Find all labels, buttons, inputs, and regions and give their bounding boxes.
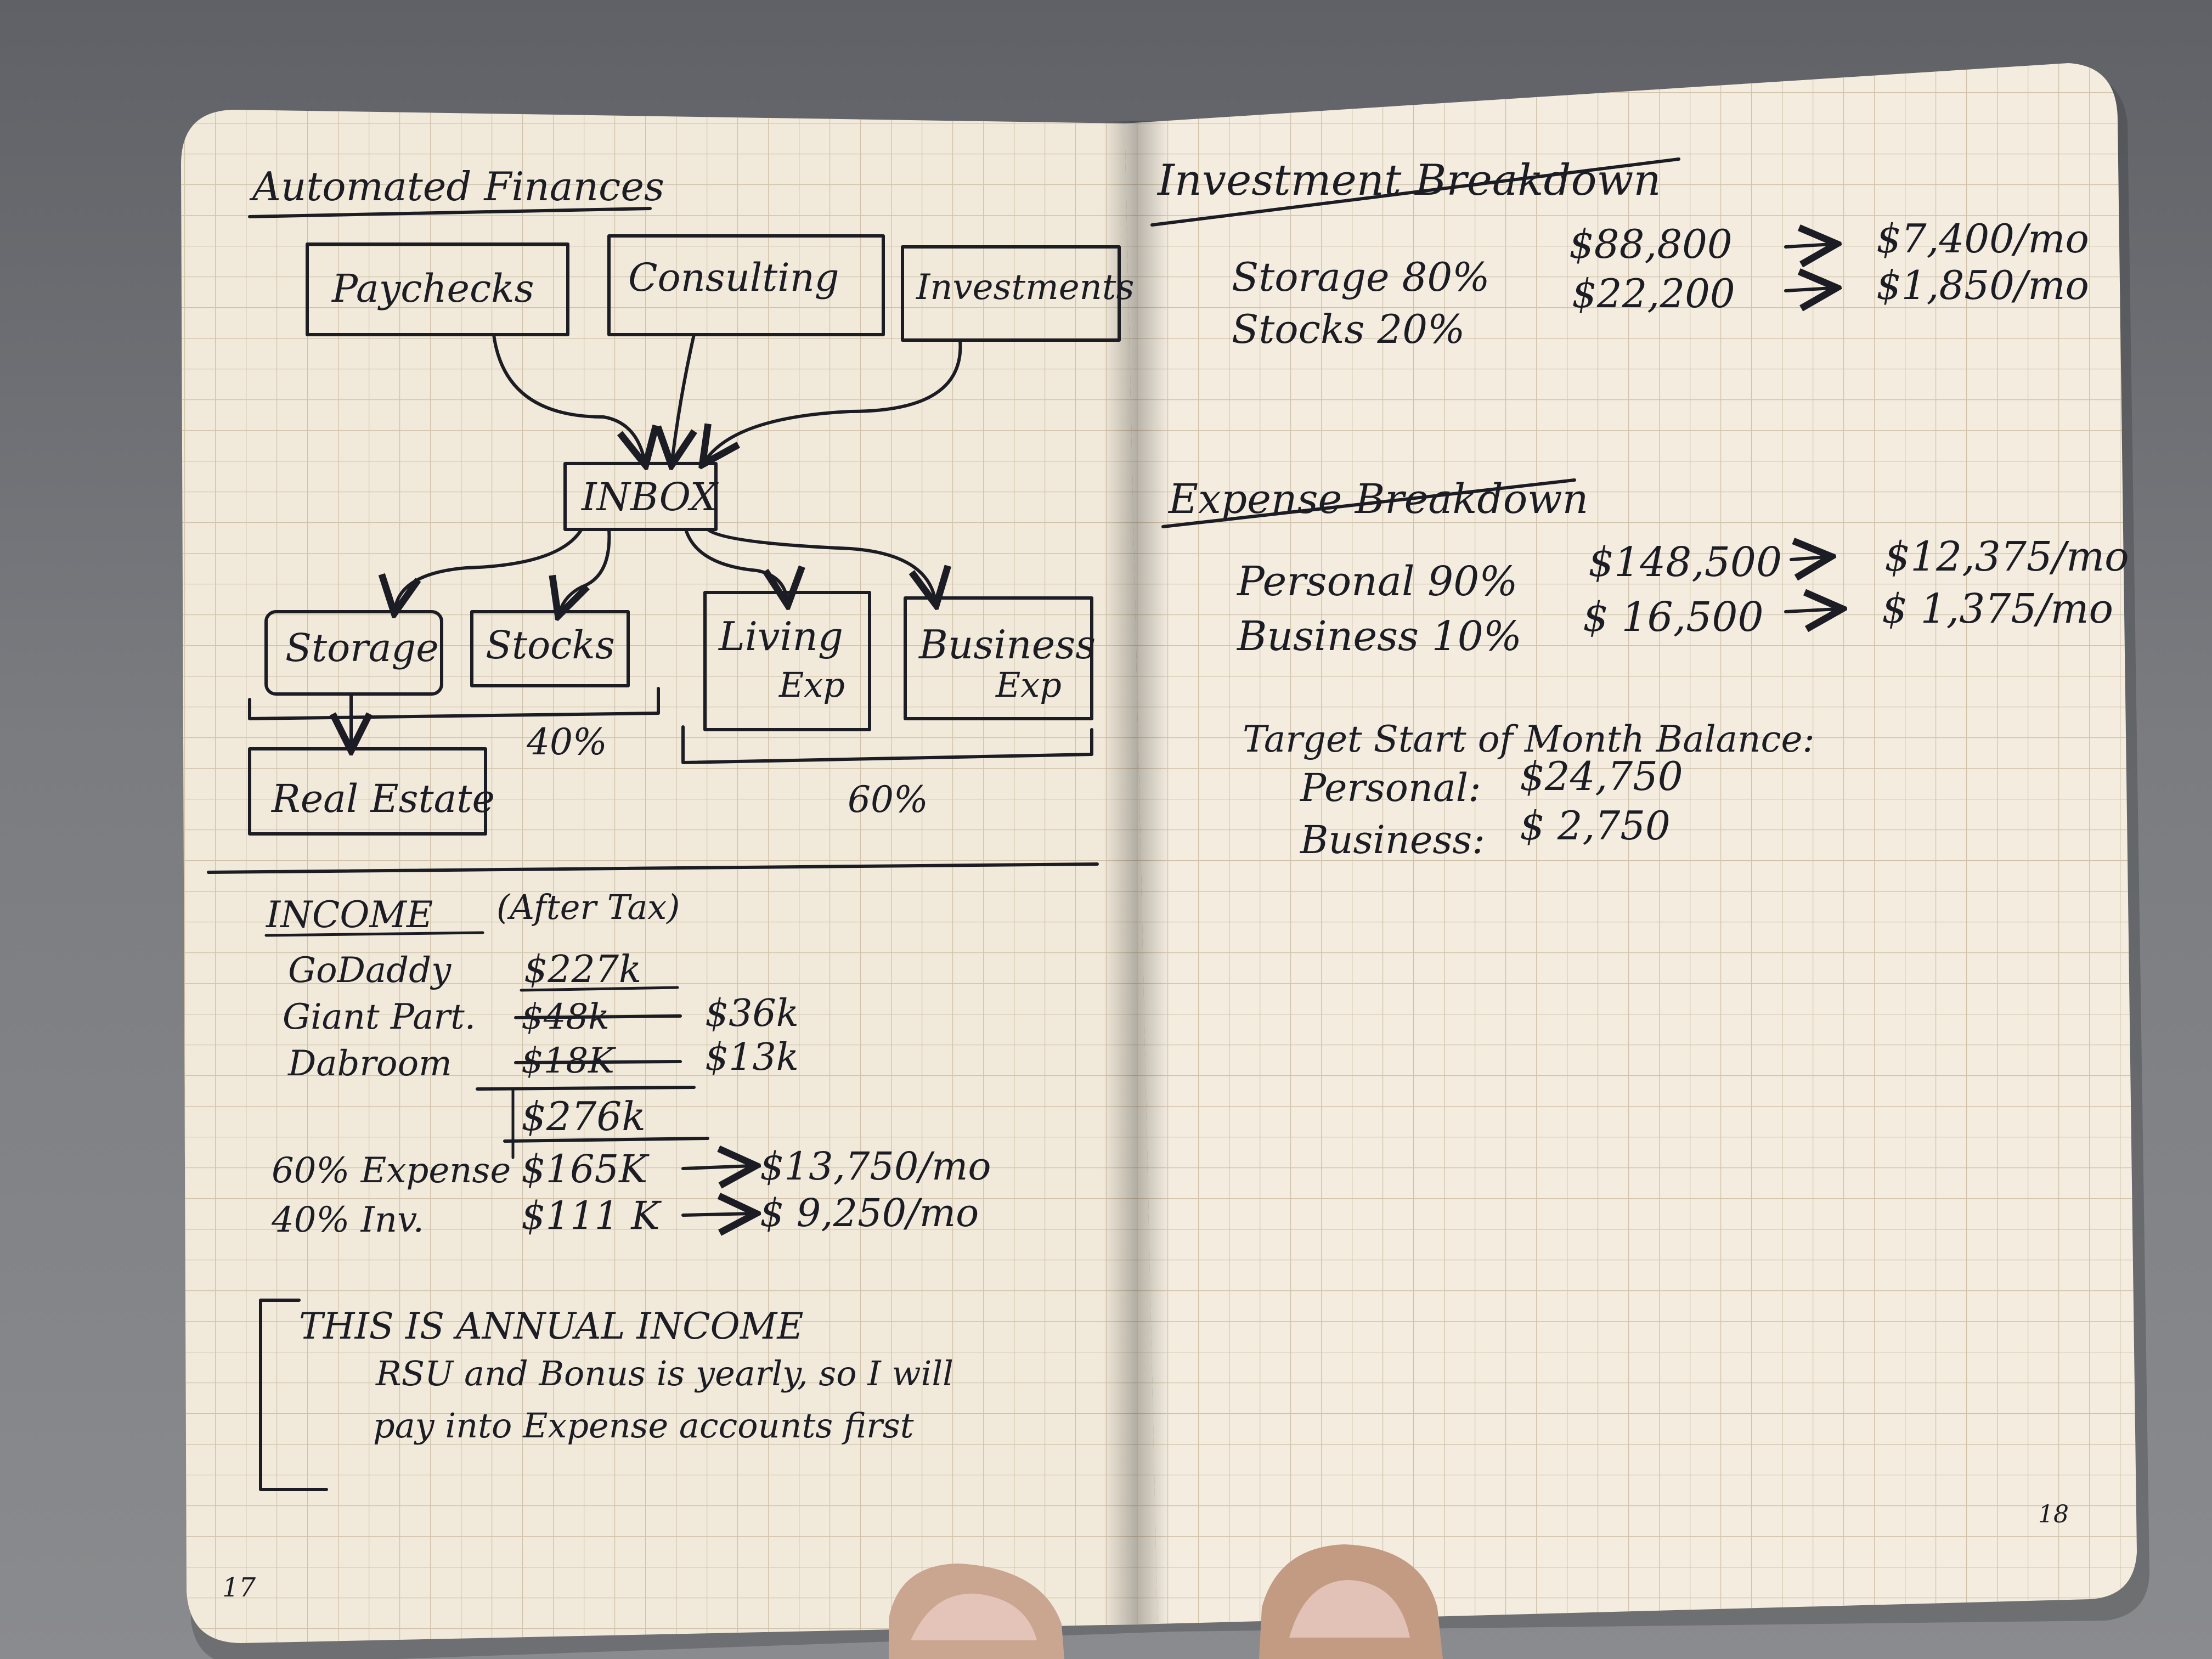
paychecks-label: Paychecks: [331, 266, 534, 311]
note-line-1: THIS IS ANNUAL INCOME: [299, 1305, 804, 1347]
stocks-box: [470, 610, 630, 687]
income-note: (After Tax): [496, 887, 680, 927]
income-name-1: GoDaddy: [288, 950, 452, 991]
expense-title: Expense Breakdown: [1167, 476, 1588, 523]
right-page-number: 18: [2038, 1500, 2069, 1528]
split-annual-2: $111 K: [521, 1193, 662, 1238]
business-exp-line1: Business: [918, 622, 1096, 668]
real-estate-label: Real Estate: [270, 776, 495, 821]
target-row-1-value: $24,750: [1520, 753, 1683, 799]
expense-row-1-monthly: $12,375/mo: [1884, 533, 2129, 580]
target-row-2-value: $ 2,750: [1520, 803, 1671, 849]
target-row-1-label: Personal:: [1299, 765, 1481, 810]
expense-row-1-label: Personal 90%: [1236, 558, 1518, 605]
inbox-box: [563, 462, 718, 531]
expense-row-2-annual: $ 16,500: [1583, 594, 1764, 641]
storage-label: Storage: [285, 625, 439, 670]
split-label-2: 40% Inv.: [271, 1200, 424, 1240]
right-thumb: [1259, 1544, 1443, 1659]
business-exp-line2: Exp: [995, 665, 1062, 705]
inbox-label: INBOX: [580, 475, 719, 520]
expense-percent: 60%: [848, 778, 928, 821]
income-value-2: $36k: [705, 992, 799, 1035]
income-value-3: $13k: [705, 1036, 799, 1079]
living-exp-line2: Exp: [778, 665, 845, 705]
income-name-3: Dabroom: [287, 1043, 452, 1084]
split-annual-1: $165K: [521, 1147, 650, 1192]
income-header: INCOME: [266, 894, 433, 936]
investments-box: [901, 245, 1121, 342]
investment-percent: 40%: [526, 721, 607, 763]
investment-title: Investment Breakdown: [1156, 156, 1661, 205]
expense-row-2-label: Business 10%: [1236, 613, 1522, 660]
income-name-2: Giant Part.: [283, 997, 476, 1037]
note-line-2: RSU and Bonus is yearly, so I will: [375, 1353, 953, 1393]
consulting-label: Consulting: [628, 255, 839, 300]
paychecks-box: [306, 242, 569, 336]
investment-row-1-annual: $88,800: [1569, 221, 1733, 267]
split-monthly-2: $ 9,250/mo: [760, 1190, 979, 1235]
investments-label: Investments: [916, 267, 1134, 308]
target-title: Target Start of Month Balance:: [1243, 718, 1815, 760]
investment-row-1-monthly: $7,400/mo: [1876, 216, 2089, 262]
left-page-number: 17: [222, 1572, 256, 1603]
investment-row-1-label: Storage 80%: [1232, 254, 1490, 300]
investment-row-2-label: Stocks 20%: [1232, 306, 1465, 352]
real-estate-box: [248, 747, 487, 836]
income-total: $276k: [521, 1093, 646, 1139]
consulting-box: [607, 234, 885, 336]
target-row-2-label: Business:: [1299, 817, 1485, 862]
business-exp-box: [904, 596, 1093, 720]
living-exp-line1: Living: [718, 613, 843, 659]
stocks-label: Stocks: [486, 623, 615, 668]
note-bracket: [259, 1299, 328, 1491]
split-monthly-1: $13,750/mo: [760, 1144, 991, 1189]
expense-row-2-monthly: $ 1,375/mo: [1882, 585, 2113, 633]
investment-row-2-monthly: $1,850/mo: [1876, 262, 2089, 308]
expense-row-1-annual: $148,500: [1588, 539, 1782, 586]
storage-box: [264, 610, 443, 696]
note-line-3: pay into Expense accounts first: [373, 1406, 914, 1446]
left-thumb: [889, 1564, 1064, 1659]
investment-row-2-annual: $22,200: [1572, 270, 1735, 317]
split-label-1: 60% Expense: [272, 1150, 511, 1191]
left-title: Automated Finances: [249, 163, 664, 210]
gutter: [1103, 121, 1169, 1624]
income-value-1: $227k: [524, 948, 641, 991]
living-exp-box: [703, 591, 871, 731]
